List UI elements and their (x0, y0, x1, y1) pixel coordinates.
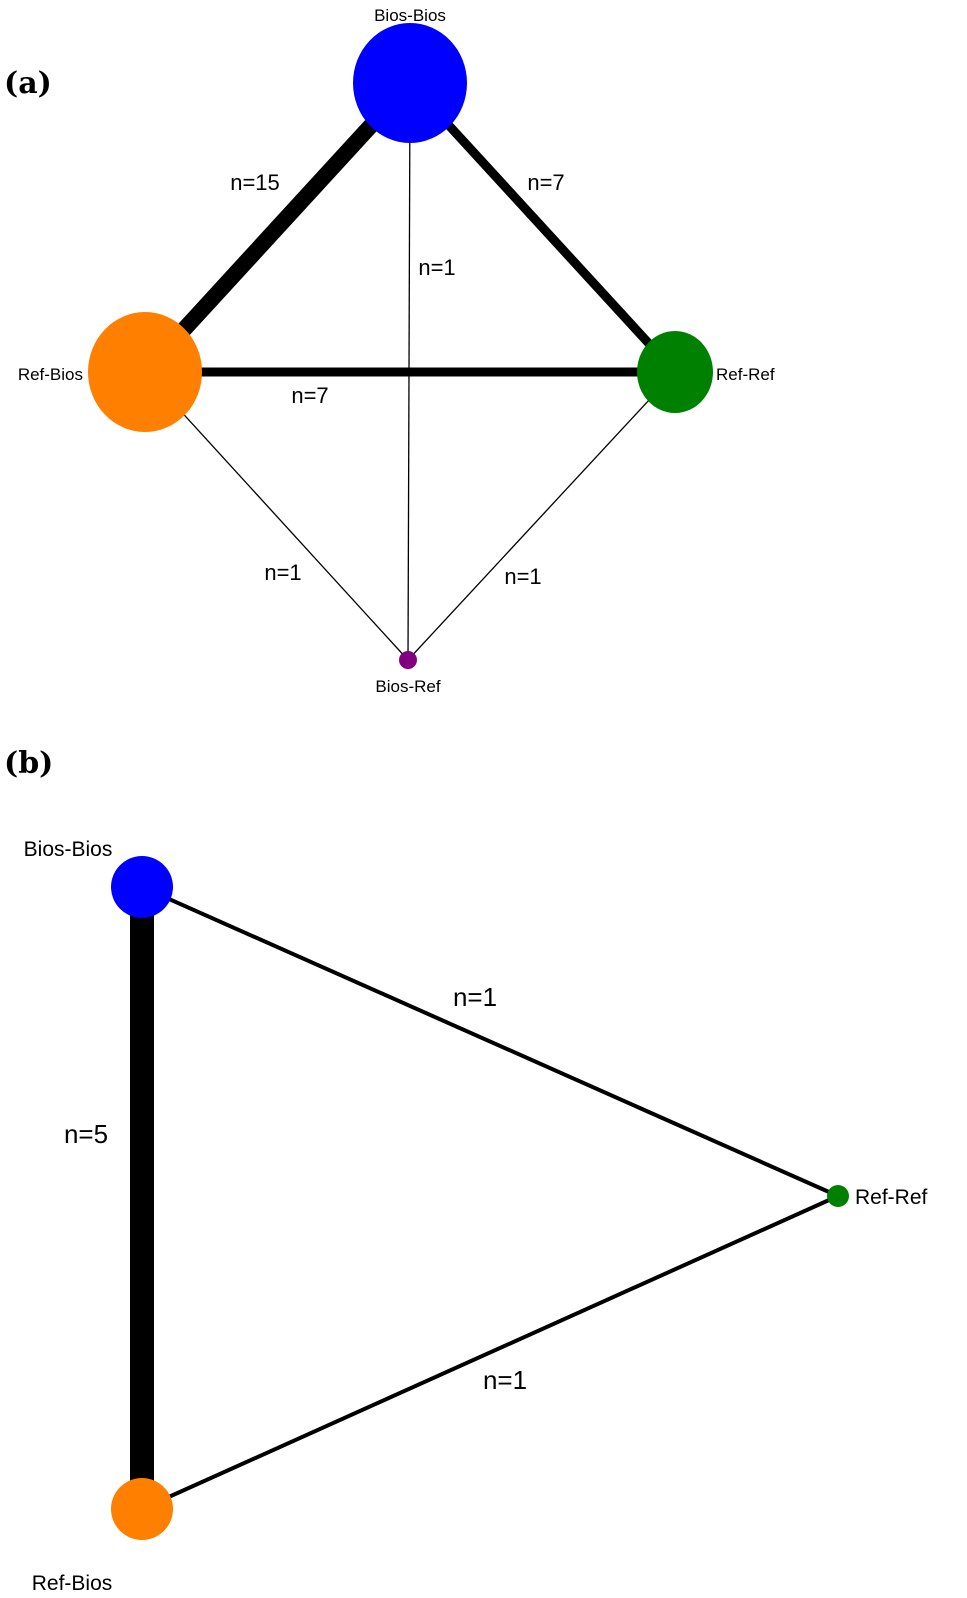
edge-rb-br (144, 371, 409, 661)
edge-label-rb-rr: n=1 (483, 1365, 527, 1395)
edge-label-bb-rr: n=1 (453, 982, 497, 1012)
node-rb (111, 1478, 173, 1540)
edge-label-bb-br: n=1 (418, 255, 455, 280)
edge-bb-rr (406, 79, 679, 376)
edge-label-bb-rb: n=15 (230, 170, 280, 195)
node-label-rb: Ref-Bios (32, 1572, 113, 1595)
panel-b-label: (b) (4, 746, 53, 781)
node-label-bb: Bios-Bios (374, 6, 446, 25)
node-bb (353, 23, 467, 143)
node-rb (88, 312, 202, 432)
edge-label-bb-rb: n=5 (64, 1119, 108, 1149)
panel-a-label: (a) (4, 66, 52, 101)
panel-a: (a) n=15 n=7 n=1 n=7 n=1 n=1 Bios-BiosRef-Bio… (4, 6, 775, 696)
node-bb (111, 856, 173, 918)
node-rr (637, 331, 713, 413)
node-label-br: Bios-Ref (375, 677, 440, 696)
node-label-bb: Bios-Bios (24, 838, 113, 861)
edge-label-rb-br: n=1 (264, 560, 301, 585)
edge-label-bb-rr: n=7 (527, 170, 564, 195)
edge-bb-rb (139, 77, 416, 378)
node-label-rr: Ref-Ref (855, 1186, 928, 1209)
edge-bb-rr (141, 885, 839, 1198)
node-label-rb: Ref-Bios (18, 365, 83, 384)
edge-rb-rr (141, 1194, 839, 1511)
node-label-rr: Ref-Ref (716, 365, 775, 384)
edge-rr-br (407, 371, 676, 661)
edge-label-rr-br: n=1 (504, 564, 541, 589)
node-br (399, 651, 417, 669)
node-rr (827, 1185, 849, 1207)
edge-label-rb-rr: n=7 (291, 383, 328, 408)
